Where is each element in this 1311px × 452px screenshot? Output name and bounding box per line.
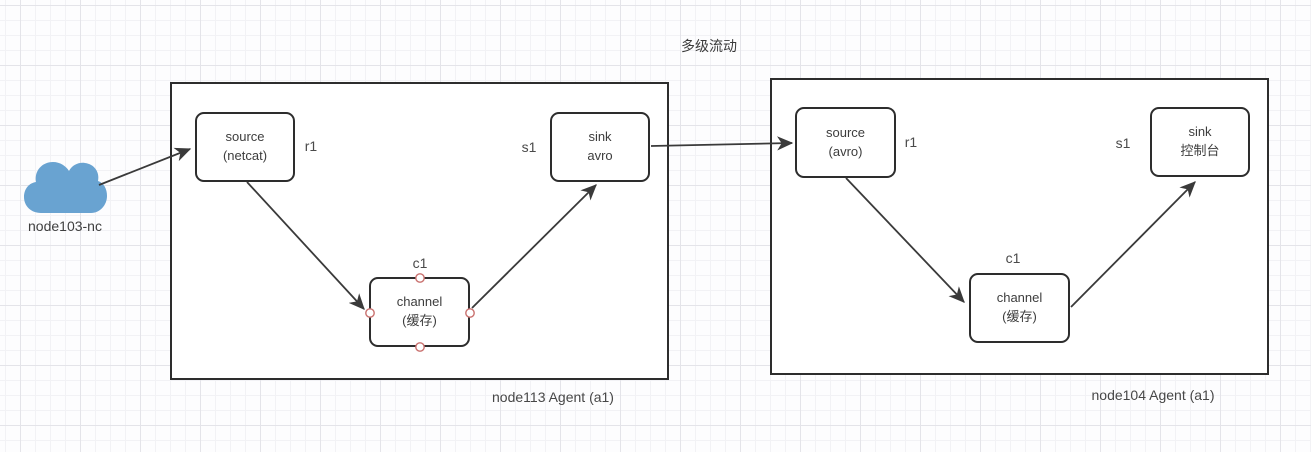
agent-label-node104[interactable]: node104 Agent (a1): [1091, 387, 1215, 403]
port-label-r1-agent2[interactable]: r1: [904, 134, 918, 150]
node-box-channel-cache-1[interactable]: channel (缓存): [369, 277, 470, 347]
port-label-s1-agent2[interactable]: s1: [1115, 135, 1131, 151]
node-label-line1: channel: [996, 290, 1043, 306]
node-label-line1: sink: [1188, 124, 1212, 140]
node-box-sink-console[interactable]: sink 控制台: [1150, 107, 1250, 177]
node-label-line2: (缓存): [402, 313, 437, 328]
node-box-source-netcat[interactable]: source (netcat): [195, 112, 295, 182]
cloud-label[interactable]: node103-nc: [28, 218, 102, 234]
cloud-icon[interactable]: [24, 162, 107, 213]
port-label-c1-agent2[interactable]: c1: [1005, 250, 1021, 266]
diagram-title[interactable]: 多级流动: [681, 38, 737, 54]
node-box-sink-avro[interactable]: sink avro: [550, 112, 650, 182]
node-label-line1: source: [825, 124, 866, 140]
node-label-line1: sink: [588, 129, 612, 145]
port-label-r1-agent1[interactable]: r1: [304, 138, 318, 154]
port-label-s1-agent1[interactable]: s1: [521, 139, 537, 155]
node-label-line2: (avro): [828, 143, 863, 159]
node-label-line2: 控制台: [1180, 143, 1220, 158]
port-label-c1-agent1[interactable]: c1: [412, 255, 428, 271]
node-label-line1: source: [225, 129, 265, 145]
node-box-channel-cache-2[interactable]: channel (缓存): [969, 273, 1070, 343]
node-label-line2: avro: [587, 148, 613, 163]
node-label-line2: (缓存): [1002, 309, 1037, 324]
node-box-source-avro[interactable]: source (avro): [795, 107, 896, 178]
node-label-line1: channel: [396, 294, 443, 310]
node-label-line2: (netcat): [222, 148, 268, 163]
agent-label-node113[interactable]: node113 Agent (a1): [492, 389, 614, 405]
